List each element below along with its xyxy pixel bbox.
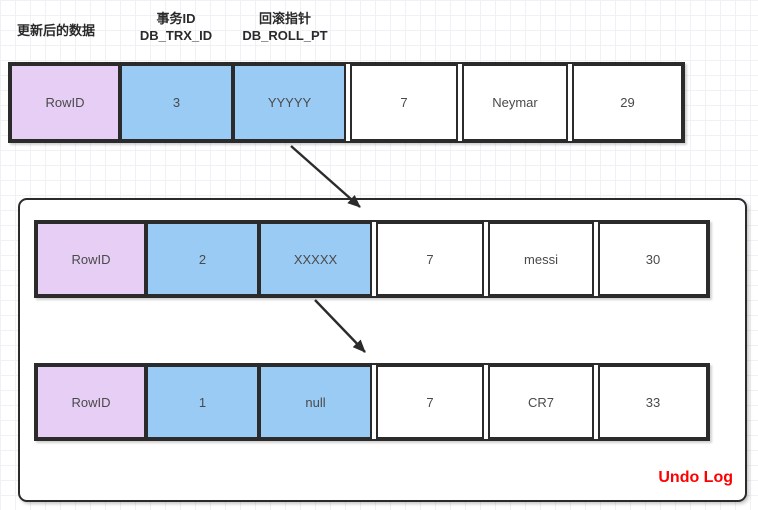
cell-age: 30 [598, 222, 708, 296]
undo-log-label: Undo Log [658, 469, 733, 486]
cell-trx-id: 3 [120, 64, 233, 141]
undo-record-row-2: RowID 1 null 7 CR7 33 [34, 363, 710, 441]
cell-id: 7 [350, 64, 458, 141]
cell-age: 29 [572, 64, 683, 141]
updated-data-label: 更新后的数据 [17, 23, 96, 38]
current-record-row: RowID 3 YYYYY 7 Neymar 29 [8, 62, 685, 143]
roll-ptr-label-line1: 回滚指针 [258, 11, 311, 26]
cell-id: 7 [376, 365, 484, 439]
cell-trx-id: 1 [146, 365, 259, 439]
cell-rowid: RowID [36, 222, 146, 296]
cell-roll-ptr: XXXXX [259, 222, 372, 296]
undo-record-row-1: RowID 2 XXXXX 7 messi 30 [34, 220, 710, 298]
cell-roll-ptr: null [259, 365, 372, 439]
cell-name: CR7 [488, 365, 594, 439]
trx-id-label-line2: DB_TRX_ID [139, 28, 213, 43]
cell-id: 7 [376, 222, 484, 296]
cell-rowid: RowID [36, 365, 146, 439]
cell-name: messi [488, 222, 594, 296]
trx-id-label-line1: 事务ID [156, 11, 196, 26]
cell-trx-id: 2 [146, 222, 259, 296]
cell-age: 33 [598, 365, 708, 439]
cell-roll-ptr: YYYYY [233, 64, 346, 141]
roll-ptr-label-line2: DB_ROLL_PT [242, 28, 328, 43]
cell-rowid: RowID [10, 64, 120, 141]
trx-id-label: 事务ID DB_TRX_ID [118, 10, 234, 44]
cell-name: Neymar [462, 64, 568, 141]
roll-ptr-label: 回滚指针 DB_ROLL_PT [226, 10, 344, 44]
